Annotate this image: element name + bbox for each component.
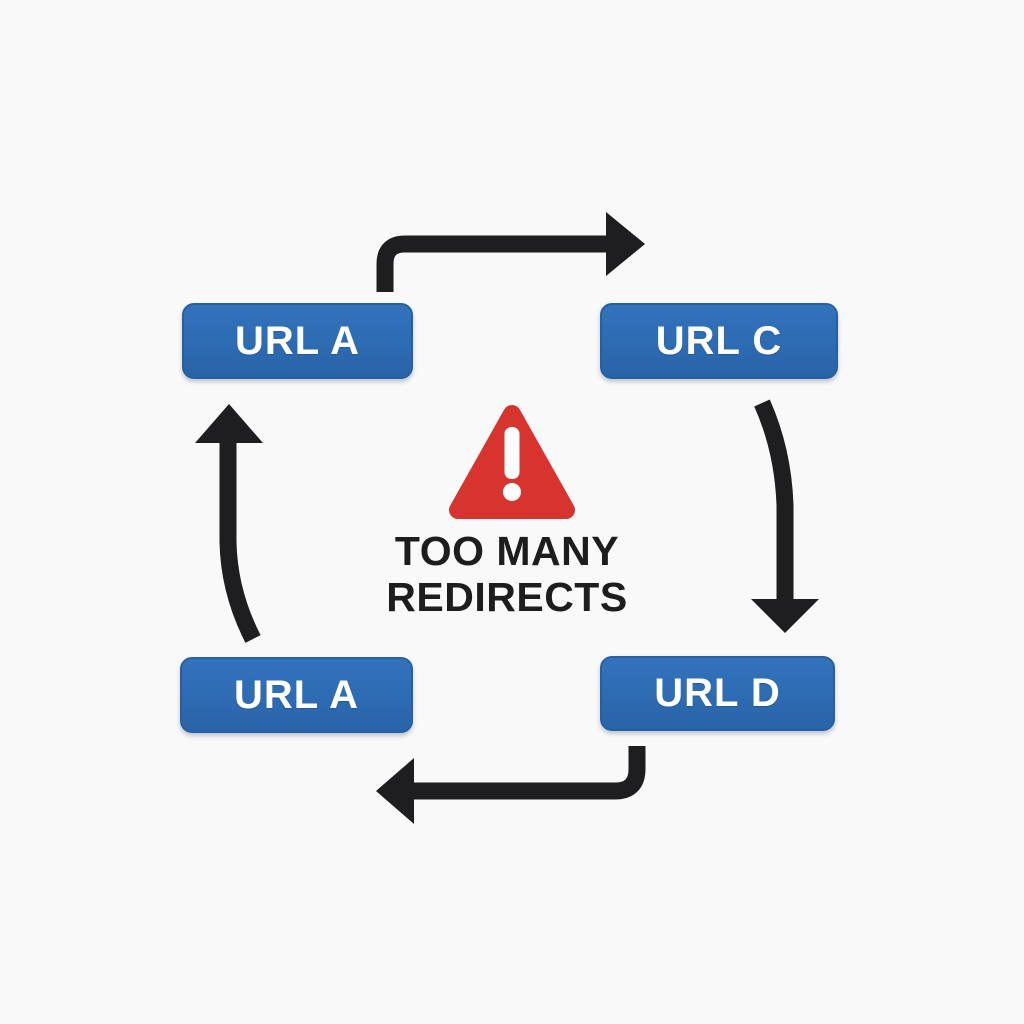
- arrow-c-to-d-icon: [751, 399, 819, 633]
- node-url-a-bottom: URL A: [180, 657, 413, 733]
- arrow-d-to-a-icon: [376, 746, 646, 824]
- arrow-a-to-c-icon: [376, 212, 645, 292]
- node-label: URL A: [234, 672, 359, 717]
- node-url-a-top: URL A: [182, 303, 413, 379]
- exclamation-dot: [503, 483, 521, 501]
- node-url-c: URL C: [600, 303, 838, 379]
- arrow-a-to-a-icon: [195, 404, 263, 643]
- node-label: URL D: [654, 671, 781, 715]
- node-url-d: URL D: [600, 656, 835, 731]
- warning-line-1: TOO MANY: [394, 528, 620, 574]
- exclamation-bar: [504, 427, 520, 479]
- node-label: URL A: [235, 318, 360, 363]
- node-label: URL C: [655, 318, 783, 363]
- warning-line-2: REDIRECTS: [386, 574, 628, 620]
- warning-triangle-icon: [449, 405, 575, 519]
- warning-text: TOO MANY REDIRECTS: [307, 528, 707, 620]
